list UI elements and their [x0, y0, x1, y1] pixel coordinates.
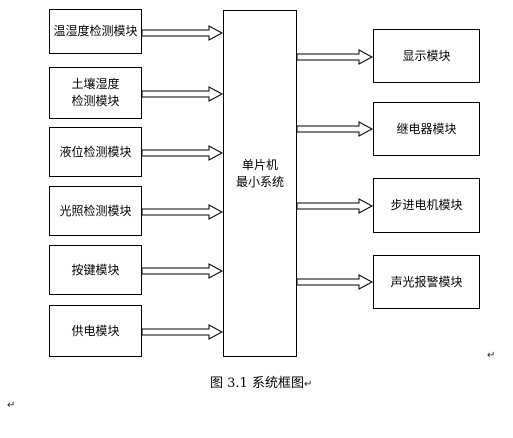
arrow-liquid-level-to-mcu [141, 145, 224, 161]
figure-number: 图 3.1 [210, 376, 248, 391]
arrow-mcu-to-display [296, 49, 374, 65]
input-module-label: 光照检测模块 [59, 203, 132, 218]
input-module-label: 供电模块 [71, 323, 120, 338]
input-module-liquid-level: 液位检测模块 [49, 127, 142, 177]
mcu-minimum-system: 单片机 最小系统 [223, 10, 297, 357]
output-module-display: 显示模块 [373, 29, 480, 83]
input-module-label: 按键模块 [71, 262, 120, 277]
output-module-relay: 继电器模块 [373, 102, 480, 156]
output-module-label: 继电器模块 [396, 121, 457, 136]
figure-title: 系统框图 [251, 376, 304, 391]
input-module-label: 土壤湿度 检测模块 [71, 77, 120, 108]
arrow-mcu-to-alarm [296, 274, 374, 290]
arrow-temp-humidity-to-mcu [141, 25, 224, 41]
paragraph-mark: ↵ [7, 400, 16, 411]
arrow-mcu-to-stepper-motor [296, 198, 374, 214]
arrow-power-to-mcu [141, 324, 224, 340]
arrow-mcu-to-relay [296, 121, 374, 137]
arrow-soil-moisture-to-mcu [141, 86, 224, 102]
output-module-alarm: 声光报警模块 [373, 255, 480, 309]
input-module-temp-humidity: 温湿度检测模块 [49, 9, 142, 54]
paragraph-mark: ↵ [303, 379, 313, 390]
input-module-power: 供电模块 [49, 305, 142, 357]
input-module-label: 液位检测模块 [59, 144, 132, 159]
input-module-soil-moisture: 土壤湿度 检测模块 [49, 67, 142, 119]
output-module-label: 声光报警模块 [390, 274, 463, 289]
input-module-label: 温湿度检测模块 [53, 24, 138, 38]
input-module-light: 光照检测模块 [49, 186, 142, 236]
arrow-keys-to-mcu [141, 263, 224, 279]
output-module-stepper-motor: 步进电机模块 [373, 178, 480, 233]
mcu-label: 单片机 最小系统 [235, 158, 284, 189]
figure-caption: 图 3.1 系统框图↵ [210, 372, 312, 391]
output-module-label: 步进电机模块 [390, 198, 463, 212]
output-module-label: 显示模块 [402, 48, 451, 63]
arrow-light-to-mcu [141, 204, 224, 220]
input-module-keys: 按键模块 [49, 245, 142, 295]
paragraph-mark: ↵ [487, 350, 496, 361]
